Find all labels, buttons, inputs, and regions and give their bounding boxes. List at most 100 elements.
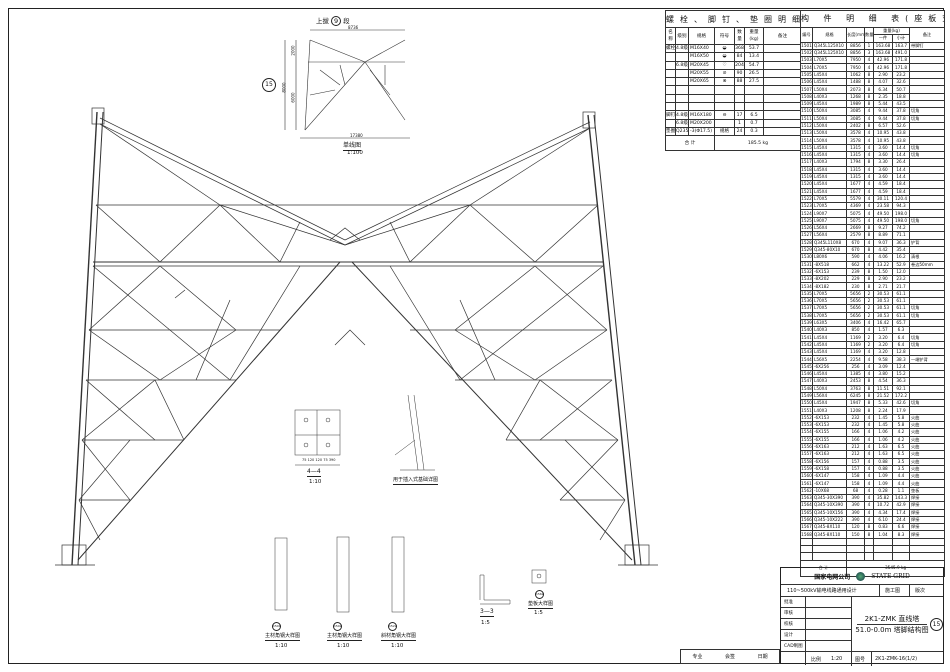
bolt-cell <box>744 85 764 95</box>
member-cell: 4 <box>864 202 874 211</box>
member-cell: 6245 <box>846 391 865 401</box>
member-cell: 670 <box>846 245 865 255</box>
member-cell: 切角 <box>908 216 946 226</box>
member-cell: 18.4 <box>892 187 910 196</box>
dim: 390 <box>328 458 336 462</box>
member-cell: L70X5 <box>812 63 847 72</box>
member-cell: 1.63 <box>873 450 893 459</box>
member-cell: 6.5 <box>892 450 910 459</box>
member-cell: 4 <box>864 421 874 430</box>
member-cell: 1531 <box>800 260 813 269</box>
bolt-cell: ◒ <box>714 52 735 62</box>
member-cell: 1516 <box>800 151 813 160</box>
role-row: 校核 <box>781 618 851 630</box>
member-cell: 9.58 <box>873 355 893 364</box>
member-cell: L50X4 <box>812 129 847 138</box>
member-cell: 143.3 <box>892 493 910 503</box>
scale-label: 比例 <box>811 657 822 663</box>
member-cell <box>908 326 946 335</box>
angle-detail-1-title: 主材角钢大样图 <box>265 633 301 641</box>
member-cell <box>908 391 946 401</box>
member-cell <box>908 231 946 240</box>
member-cell: 4.07 <box>873 78 893 87</box>
countersign-date: 日期 <box>757 654 768 660</box>
member-cell: 3.5 <box>892 464 910 474</box>
member-cell: L50X4 <box>812 384 847 393</box>
dim: 120 <box>307 458 315 462</box>
member-cell: 4 <box>864 369 874 379</box>
member-cell: 1315 <box>846 143 865 153</box>
member-cell: 1560 <box>800 472 813 481</box>
member-cell: 43.8 <box>892 129 910 138</box>
member-cell: 158 <box>846 472 865 481</box>
member-cell: 21.52 <box>873 391 893 401</box>
member-cell: 2.71 <box>873 282 893 291</box>
col-unit-weight: 一件 <box>873 34 893 43</box>
member-cell: -6X147 <box>812 479 847 488</box>
member-cell: 14.4 <box>892 165 910 174</box>
member-cell: 390 <box>846 508 865 517</box>
member-cell: 4 <box>864 253 874 262</box>
bolt-cell: 脚钉 <box>665 110 676 120</box>
member-cell: 36.3 <box>892 377 910 386</box>
member-cell: 6.6 <box>892 523 910 532</box>
member-cell: 2 <box>864 340 874 350</box>
member-cell: 9.27 <box>873 223 893 233</box>
member-cell: -8X182 <box>812 282 847 291</box>
bolt-cell: 368 <box>734 43 745 54</box>
member-cell: 52.6 <box>892 121 910 131</box>
angle-detail-1-scale: 1:10 <box>275 643 288 649</box>
member-cell: 8 <box>864 406 874 415</box>
member-cell: 5075 <box>846 216 865 226</box>
member-cell: 4 <box>864 151 874 160</box>
angle-details <box>274 536 547 613</box>
member-cell: 1526 <box>800 223 813 233</box>
bolt-cell: 24 <box>734 126 745 137</box>
member-cell: 38.3 <box>892 355 910 364</box>
member-cell: 1315 <box>846 172 865 182</box>
member-cell: 1544 <box>800 355 813 364</box>
member-cell: 1549 <box>800 391 813 401</box>
section-3-title: 3—3 <box>480 608 494 617</box>
member-cell: 18.4 <box>892 180 910 189</box>
segment-number: 9 <box>331 16 342 26</box>
member-cell: 14.4 <box>892 151 910 160</box>
bolt-cell <box>688 85 715 95</box>
member-cell: 1541 <box>800 333 813 342</box>
member-cell: 24.4 <box>892 515 910 525</box>
member-cell: 4.34 <box>873 508 893 517</box>
bolt-cell: 54.7 <box>744 60 764 70</box>
member-cell <box>908 223 946 233</box>
member-cell: L45X4 <box>812 340 847 350</box>
member-cell: 1557 <box>800 450 813 459</box>
bolt-cell <box>714 85 735 95</box>
member-cell: 42.96 <box>873 63 893 72</box>
member-cell: 390 <box>846 515 865 525</box>
member-cell: 1543 <box>800 348 813 357</box>
member-cell: 铲背 <box>908 238 946 247</box>
member-cell: 火曲 <box>908 464 946 474</box>
member-cell: 1534 <box>800 282 813 291</box>
member-cell: 切角 <box>908 107 946 116</box>
member-table-blank-row <box>800 545 946 554</box>
member-cell: 3.60 <box>873 143 893 153</box>
member-cell: 火曲 <box>908 472 946 481</box>
member-cell: 8 <box>864 391 874 401</box>
member-cell: 4 <box>864 136 874 145</box>
countersign-discipline: 专业 <box>692 654 703 660</box>
segment-prefix: 上拔 <box>316 17 329 25</box>
member-cell: 4 <box>864 442 874 452</box>
member-cell: 1.50 <box>873 267 893 277</box>
